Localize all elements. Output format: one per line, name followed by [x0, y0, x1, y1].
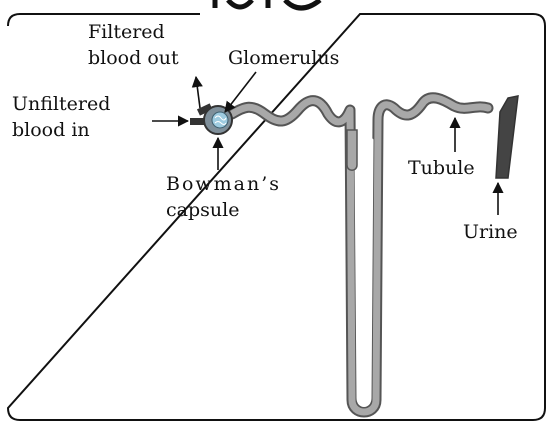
- arrow-filtered-out: [196, 77, 200, 108]
- collecting-duct: [496, 96, 518, 178]
- label-unfiltered-line2: blood in: [12, 119, 90, 141]
- label-unfiltered-line1: Unfiltered: [12, 93, 110, 115]
- glomerulus: [212, 112, 228, 128]
- label-urine: Urine: [463, 221, 518, 243]
- loop-lumen: [356, 140, 372, 406]
- cropped-title-fragment: [215, 0, 320, 8]
- label-bowman-line2: capsule: [166, 199, 239, 221]
- nephron-tubule-outline: [232, 98, 488, 412]
- limb-thickening: [347, 130, 357, 170]
- label-glomerulus: Glomerulus: [228, 47, 339, 69]
- label-bowman-line1: Bowman’s: [166, 173, 281, 195]
- label-filtered-line1: Filtered: [88, 21, 165, 43]
- label-tubule: Tubule: [408, 157, 475, 179]
- frame: [8, 14, 545, 420]
- nephron-tubule: [232, 98, 488, 412]
- label-filtered-line2: blood out: [88, 47, 179, 69]
